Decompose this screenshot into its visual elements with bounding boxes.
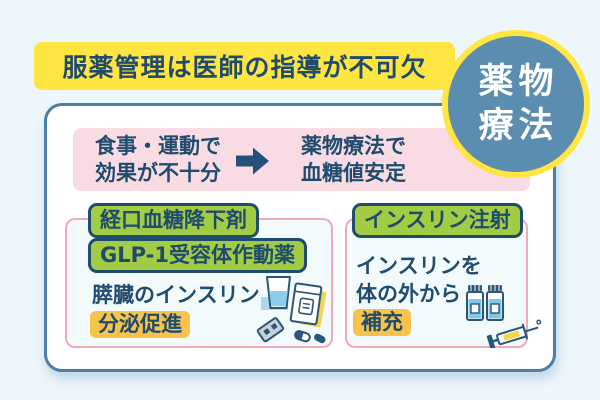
flow-to-line2: 血糖値安定 (301, 161, 406, 185)
flow-from-block: 食事・運動で 効果が不十分 (95, 133, 221, 187)
oral-medicine-icon (256, 276, 327, 344)
badge-line1: 薬物 (478, 62, 559, 102)
therapy-badge: 薬物 療法 (442, 30, 590, 178)
tag-oral-hypoglycemic: 経口血糖降下剤 (88, 203, 259, 238)
flow-from-line2: 効果が不十分 (95, 161, 221, 185)
right-panel-body-text: インスリンを 体の外から (356, 252, 482, 308)
left-panel-highlight: 分泌促進 (90, 311, 190, 339)
headline-text: 服薬管理は医師の指導が不可欠 (62, 53, 427, 82)
left-panel-body-text: 膵臓のインスリン (92, 283, 260, 307)
flow-to-block: 薬物療法で 血糖値安定 (301, 133, 406, 187)
badge-line2: 療法 (478, 106, 559, 146)
right-arrow-icon (236, 147, 269, 175)
right-panel-highlight: 補充 (353, 309, 411, 337)
right-panel-body-line2: 体の外から (356, 282, 461, 306)
flow-from-line1: 食事・運動で (95, 134, 221, 158)
right-panel-body-line1: インスリンを (356, 254, 482, 278)
headline-banner: 服薬管理は医師の指導が不可欠 (34, 42, 455, 90)
insulin-vials-syringe-icon (466, 285, 542, 348)
tag-glp1-agonist: GLP-1受容体作動薬 (88, 238, 307, 273)
flow-to-line1: 薬物療法で (301, 134, 406, 158)
tag-insulin-injection: インスリン注射 (352, 203, 523, 238)
